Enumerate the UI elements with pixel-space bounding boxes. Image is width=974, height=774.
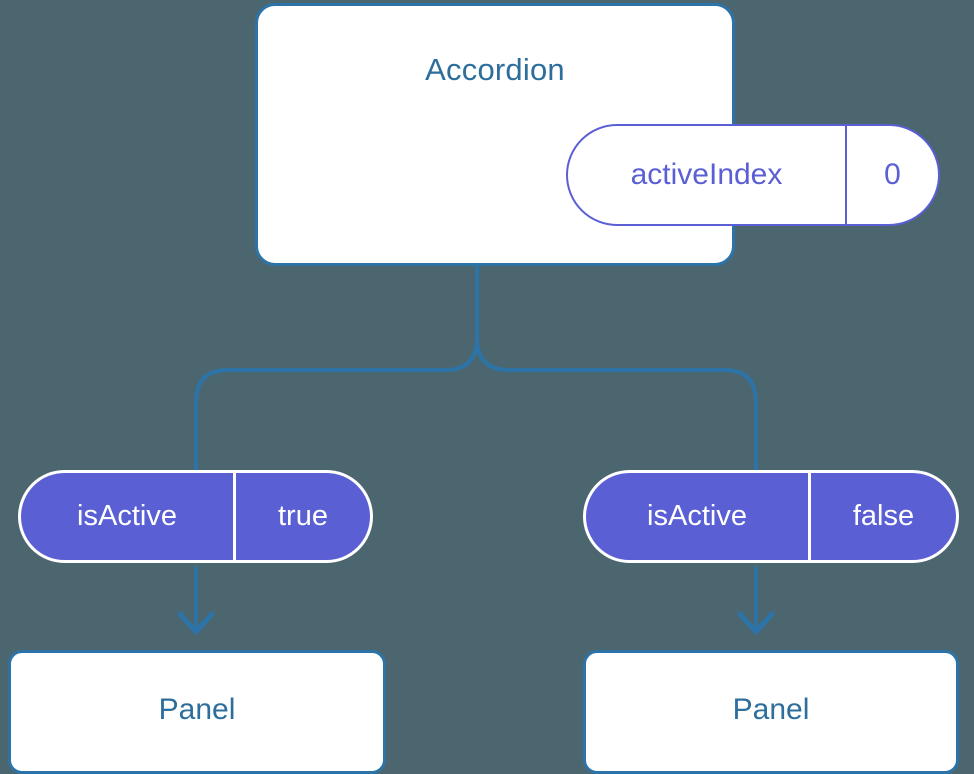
component-title-accordion: Accordion — [425, 52, 565, 87]
component-title-panel: Panel — [732, 693, 810, 726]
arrow-left-head-icon — [177, 611, 215, 635]
component-card-accordion[interactable]: Accordion activeIndex 0 — [255, 3, 940, 266]
prop-pill-value: false — [852, 500, 915, 532]
connector-trunk-split — [194, 264, 479, 472]
prop-pill-key: isActive — [586, 473, 811, 560]
state-pill-value: 0 — [884, 158, 901, 191]
prop-pill-isactive-true[interactable]: isActive true — [18, 470, 373, 563]
connector-trunk-split-right — [475, 336, 758, 472]
state-pill-key: activeIndex — [568, 126, 847, 224]
prop-pill-value: true — [278, 500, 328, 532]
state-pill-activeindex[interactable]: activeIndex 0 — [566, 124, 940, 226]
component-title-panel: Panel — [158, 693, 236, 726]
prop-pill-key: isActive — [21, 473, 236, 560]
component-card-panel-left[interactable]: Panel — [8, 650, 386, 774]
prop-pill-isactive-false[interactable]: isActive false — [583, 470, 959, 563]
component-card-panel-right[interactable]: Panel — [583, 650, 959, 774]
arrow-right-head-icon — [737, 611, 775, 635]
